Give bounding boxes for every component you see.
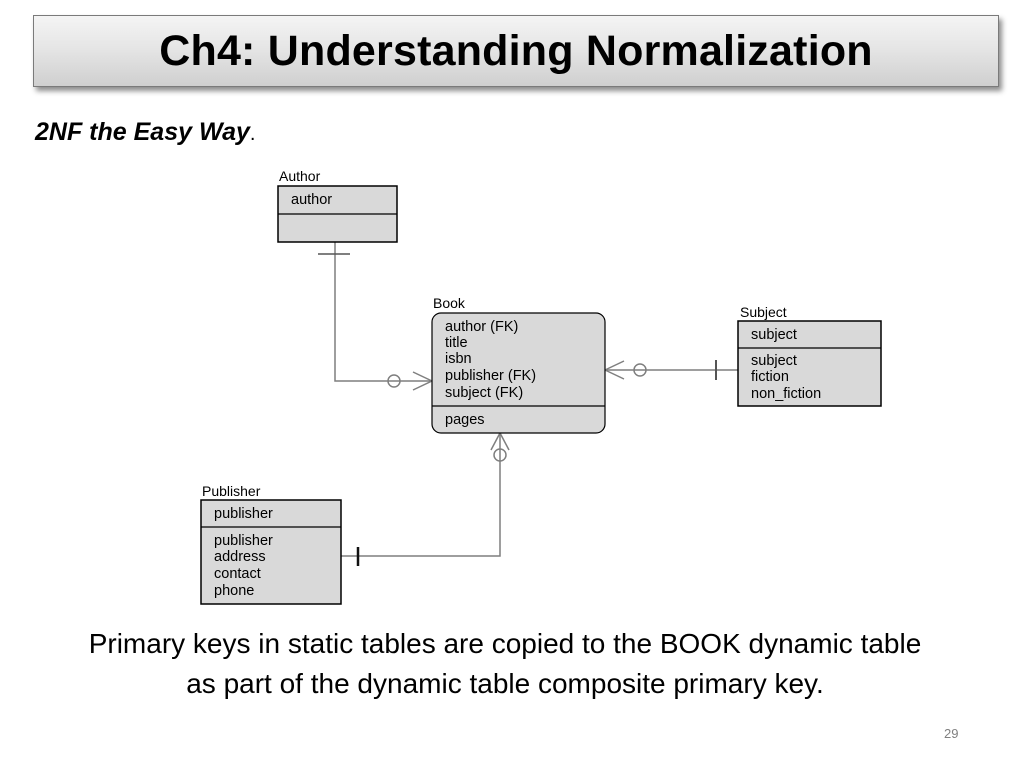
subtitle-punct: . xyxy=(249,123,256,145)
caption: Primary keys in static tables are copied… xyxy=(0,624,1010,704)
publisher-key: publisher xyxy=(214,506,273,522)
publisher-attribute: phone xyxy=(214,583,254,599)
author-entity-name: Author xyxy=(279,168,321,184)
book-entity-name: Book xyxy=(433,295,466,311)
book-subject-relationship xyxy=(604,360,738,380)
publisher-attribute: contact xyxy=(214,566,261,582)
subject-attribute: fiction xyxy=(751,369,789,385)
publisher-attribute: address xyxy=(214,549,266,565)
book-publisher-relationship xyxy=(341,432,510,566)
subject-key: subject xyxy=(751,327,797,343)
book-attribute: pages xyxy=(445,412,485,428)
slide-title: Ch4: Understanding Normalization xyxy=(159,26,873,75)
publisher-entity-name: Publisher xyxy=(202,483,261,499)
publisher-attribute: publisher xyxy=(214,533,273,549)
publisher-entity: Publisher publisher publisher address co… xyxy=(200,483,342,605)
subject-attribute: subject xyxy=(751,353,797,369)
author-book-relationship xyxy=(318,242,433,391)
book-key: isbn xyxy=(445,351,472,367)
subtitle-text: 2NF the Easy Way xyxy=(35,118,250,146)
author-key: author xyxy=(291,192,332,208)
subject-attribute: non_fiction xyxy=(751,386,821,402)
caption-line-1: Primary keys in static tables are copied… xyxy=(88,628,922,659)
title-bar: Ch4: Understanding Normalization xyxy=(33,15,999,87)
page-number: 29 xyxy=(944,726,959,741)
book-key: subject (FK) xyxy=(445,385,523,401)
book-entity: Book author (FK) title isbn publisher (F… xyxy=(431,295,606,434)
book-key: title xyxy=(445,335,468,351)
caption-line-2: as part of the dynamic table composite p… xyxy=(186,668,824,699)
subtitle: 2NF the Easy Way. xyxy=(35,118,255,147)
book-key: publisher (FK) xyxy=(445,368,536,384)
subject-entity: Subject subject subject fiction non_fict… xyxy=(737,304,882,407)
subject-entity-name: Subject xyxy=(740,304,787,320)
book-key: author (FK) xyxy=(445,319,518,335)
author-entity: Author author xyxy=(277,168,398,243)
